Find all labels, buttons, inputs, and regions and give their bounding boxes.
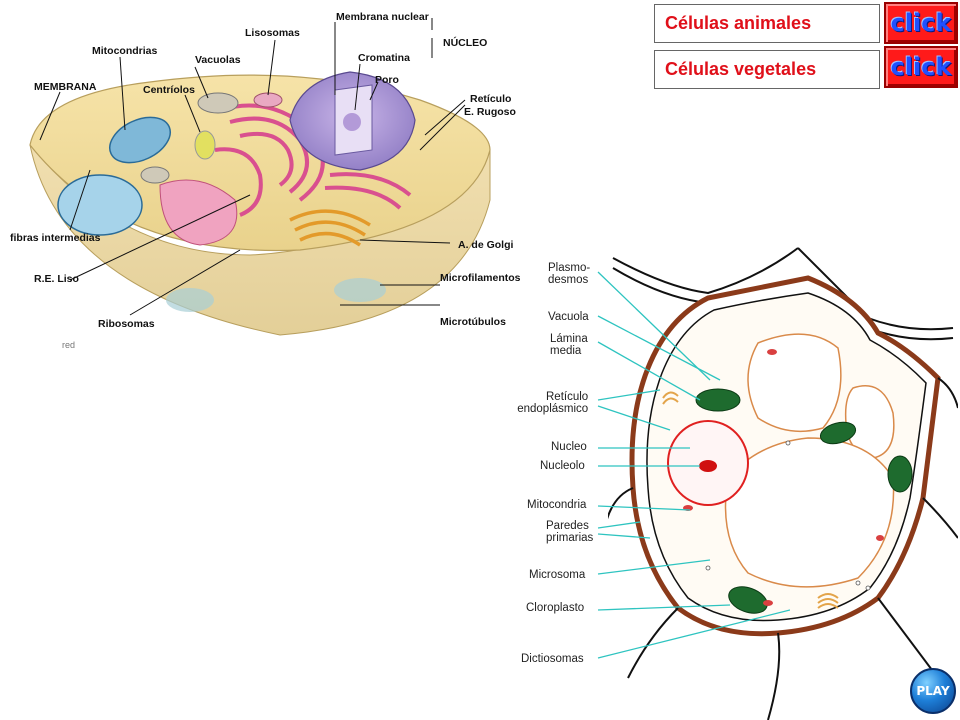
vacuole [747, 333, 842, 433]
vacuole [197, 92, 239, 114]
nucleolus [699, 460, 717, 472]
label-middle-lamella: Lámina media [550, 333, 588, 358]
label-dictyosomes: Dictiosomas [521, 653, 584, 665]
label-mitochondrion: Mitocondria [527, 499, 587, 511]
label-chloroplast: Cloroplasto [526, 602, 585, 614]
label-ribosomes: Ribosomas [98, 318, 155, 330]
svg-text:red: red [62, 340, 75, 350]
label-vacuoles: Vacuolas [195, 54, 241, 66]
click-label: click [890, 9, 952, 37]
plant-pointer-lines [597, 271, 790, 659]
click-label: click [890, 53, 952, 81]
label-mitochondria: Mitocondrias [92, 45, 158, 57]
plant-cells-label: Células vegetales [665, 59, 817, 79]
label-rough-er-line1: Retículo [470, 93, 512, 105]
lysosome [253, 92, 283, 108]
animal-cells-link[interactable]: Células animales [654, 4, 880, 43]
label-nucleus-plant: Nucleo [551, 441, 587, 453]
label-microsome: Microsoma [529, 569, 586, 581]
animal-cells-label: Células animales [665, 13, 812, 33]
label-primary-walls: Paredes primarias [546, 520, 594, 545]
play-label: PLAY [916, 684, 950, 698]
animal-cell-illustration: red [29, 18, 491, 350]
label-intermediate-fibers: fibras intermedias [10, 232, 101, 244]
label-membrane: MEMBRANA [34, 81, 97, 93]
label-microtubules: Microtúbulos [440, 316, 506, 328]
label-vacuole: Vacuola [548, 311, 589, 323]
plant-cell-illustration [608, 247, 958, 720]
label-endoplasmic-reticulum: Retículo endoplásmico [517, 391, 589, 416]
label-pore: Poro [375, 74, 399, 86]
label-smooth-er: R.E. Liso [34, 273, 79, 285]
label-microfilaments: Microfilamentos [440, 272, 521, 284]
label-nuclear-membrane: Membrana nuclear [336, 11, 429, 23]
golgi [289, 209, 371, 247]
chloroplast [695, 388, 741, 412]
label-centrioles: Centríolos [143, 84, 195, 96]
plant-cells-link[interactable]: Células vegetales [654, 50, 880, 89]
label-nucleolus: Nucleolo [540, 460, 585, 472]
play-button[interactable]: PLAY [910, 668, 956, 714]
label-plasmodesmata: Plasmo- desmos [548, 262, 591, 287]
label-golgi: A. de Golgi [458, 239, 514, 251]
plant-click-button[interactable]: click [884, 46, 958, 88]
label-nucleus: NÚCLEO [443, 37, 488, 49]
label-chromatin: Cromatina [358, 52, 410, 64]
label-lysosomes: Lisosomas [245, 27, 300, 39]
centriole [194, 130, 216, 160]
animal-click-button[interactable]: click [884, 2, 958, 44]
animal-pointer-lines [39, 18, 466, 316]
mitochondrion [57, 174, 143, 236]
label-rough-er-line2: E. Rugoso [464, 106, 516, 118]
dictyosome [662, 391, 839, 609]
